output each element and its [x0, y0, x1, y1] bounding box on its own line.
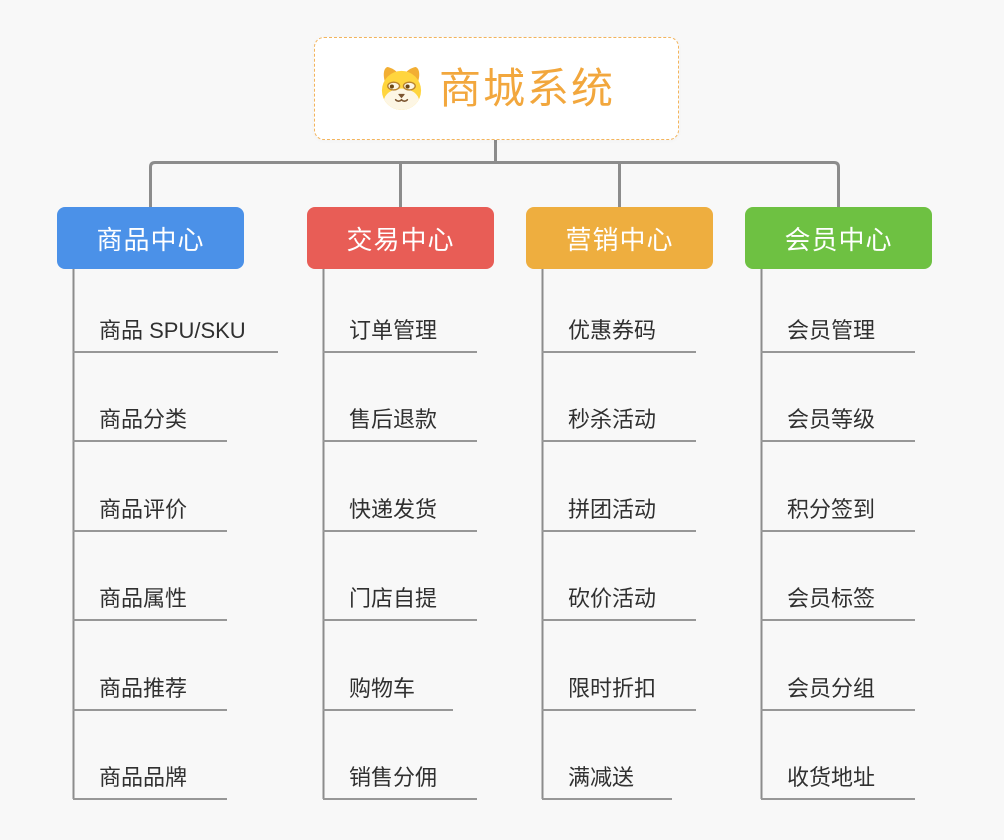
child-node-product-recommend[interactable]: 商品推荐: [73, 667, 227, 711]
child-node-label: 销售分佣: [349, 765, 438, 790]
branch-node-label: 会员中心: [784, 224, 893, 255]
child-node-label: 会员标签: [787, 586, 876, 611]
child-node-label: 商品推荐: [99, 676, 188, 701]
child-node-label: 优惠券码: [568, 318, 657, 343]
child-node-aftersale-refund[interactable]: 售后退款: [323, 398, 477, 442]
child-node-shipping-address[interactable]: 收货地址: [761, 756, 915, 800]
dog-face-icon: [381, 66, 422, 111]
branch-node-label: 营销中心: [565, 224, 674, 255]
child-node-label: 订单管理: [349, 318, 438, 343]
child-node-product-brand[interactable]: 商品品牌: [73, 756, 227, 800]
child-node-flash-sale[interactable]: 秒杀活动: [542, 398, 696, 442]
child-node-bargain-activity[interactable]: 砍价活动: [542, 577, 696, 621]
child-node-label: 门店自提: [349, 586, 438, 611]
child-node-group-buy[interactable]: 拼团活动: [542, 488, 696, 532]
child-node-label: 收货地址: [787, 765, 876, 790]
child-node-label: 快递发货: [349, 497, 438, 522]
child-node-product-review[interactable]: 商品评价: [73, 488, 227, 532]
child-node-label: 会员等级: [787, 407, 876, 432]
branch-node-trade-center[interactable]: 交易中心: [307, 207, 494, 269]
child-node-points-checkin[interactable]: 积分签到: [761, 488, 915, 532]
branch-node-marketing-center[interactable]: 营销中心: [526, 207, 713, 269]
child-node-label: 秒杀活动: [568, 407, 657, 432]
child-node-product-category[interactable]: 商品分类: [73, 398, 227, 442]
child-node-label: 商品 SPU/SKU: [99, 318, 246, 343]
child-node-order-management[interactable]: 订单管理: [323, 309, 477, 353]
child-node-label: 会员分组: [787, 676, 876, 701]
child-node-store-pickup[interactable]: 门店自提: [323, 577, 477, 621]
root-node-label: 商城系统: [438, 64, 615, 112]
child-node-label: 砍价活动: [568, 586, 657, 611]
child-node-member-level[interactable]: 会员等级: [761, 398, 915, 442]
child-node-product-attribute[interactable]: 商品属性: [73, 577, 227, 621]
child-node-label: 商品分类: [99, 407, 188, 432]
child-node-member-tag[interactable]: 会员标签: [761, 577, 915, 621]
branch-node-label: 交易中心: [346, 224, 455, 255]
child-node-label: 商品属性: [99, 586, 188, 611]
child-node-label: 积分签到: [787, 497, 876, 522]
child-node-express-delivery[interactable]: 快递发货: [323, 488, 477, 532]
root-node-mall-system[interactable]: 商城系统: [314, 37, 679, 140]
child-node-label: 满减送: [568, 765, 635, 790]
child-node-label: 购物车: [349, 676, 416, 701]
child-node-label: 会员管理: [787, 318, 876, 343]
child-node-label: 商品品牌: [99, 765, 188, 790]
child-node-member-group[interactable]: 会员分组: [761, 667, 915, 711]
child-node-full-reduction[interactable]: 满减送: [542, 756, 672, 800]
child-node-member-management[interactable]: 会员管理: [761, 309, 915, 353]
child-node-product-spu-sku[interactable]: 商品 SPU/SKU: [73, 309, 278, 353]
branch-node-product-center[interactable]: 商品中心: [57, 207, 244, 269]
child-node-sales-commission[interactable]: 销售分佣: [323, 756, 477, 800]
child-node-coupon-code[interactable]: 优惠券码: [542, 309, 696, 353]
child-node-label: 售后退款: [349, 407, 438, 432]
child-node-label: 限时折扣: [568, 676, 657, 701]
child-node-label: 拼团活动: [568, 497, 657, 522]
child-node-label: 商品评价: [99, 497, 188, 522]
branch-node-member-center[interactable]: 会员中心: [745, 207, 932, 269]
child-node-time-limited-discount[interactable]: 限时折扣: [542, 667, 696, 711]
branch-node-label: 商品中心: [96, 224, 205, 255]
child-node-shopping-cart[interactable]: 购物车: [323, 667, 453, 711]
